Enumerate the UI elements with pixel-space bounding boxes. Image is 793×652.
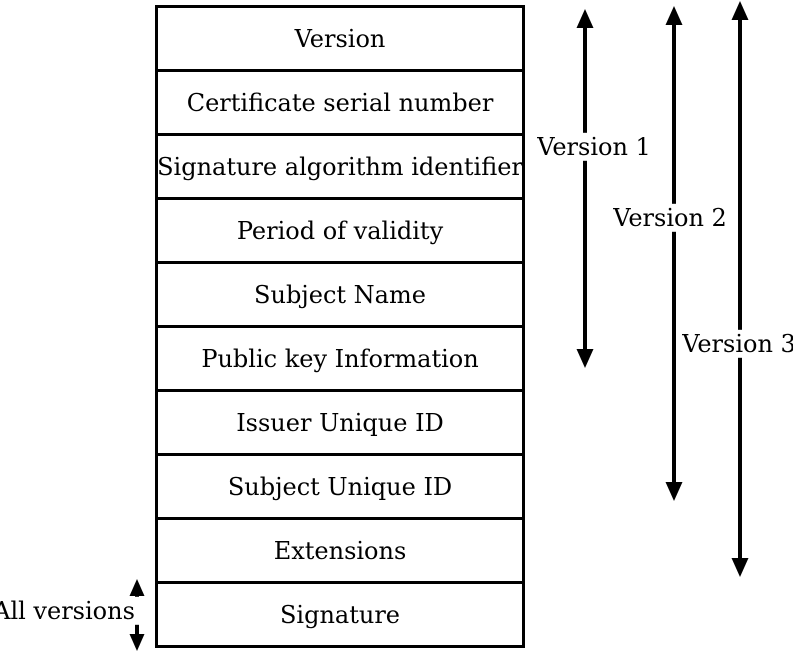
- version2-label: Version 2: [609, 203, 731, 233]
- certificate-field-stack: Version Certificate serial number Signat…: [155, 5, 525, 648]
- field-label: Signature algorithm identifier: [157, 152, 523, 181]
- field-box-signature-algorithm-identifier: Signature algorithm identifier: [157, 136, 523, 200]
- field-label: Subject Name: [254, 280, 426, 309]
- all-versions-label: All versions: [0, 596, 139, 626]
- field-label: Signature: [279, 600, 401, 629]
- field-box-extensions: Extensions: [158, 520, 522, 584]
- field-label: Period of validity: [236, 216, 444, 245]
- field-label: Version: [294, 24, 386, 53]
- field-box-subject-unique-id: Subject Unique ID: [158, 456, 522, 520]
- version1-arrow: [576, 9, 594, 368]
- field-box-signature: Signature: [158, 584, 522, 645]
- field-box-public-key-information: Public key Information: [158, 328, 522, 392]
- field-box-issuer-unique-id: Issuer Unique ID: [158, 392, 522, 456]
- field-label: Issuer Unique ID: [236, 408, 444, 437]
- field-label: Extensions: [273, 536, 407, 565]
- field-box-version: Version: [158, 8, 522, 72]
- version1-label: Version 1: [533, 132, 655, 162]
- field-box-subject-name: Subject Name: [158, 264, 522, 328]
- field-label: Certificate serial number: [186, 88, 494, 117]
- field-box-certificate-serial-number: Certificate serial number: [158, 72, 522, 136]
- field-box-period-of-validity: Period of validity: [158, 200, 522, 264]
- version2-arrow: [665, 6, 683, 501]
- field-label: Public key Information: [201, 344, 479, 373]
- version3-label: Version 3: [678, 329, 793, 359]
- field-label: Subject Unique ID: [227, 472, 453, 501]
- version3-arrow: [731, 1, 749, 577]
